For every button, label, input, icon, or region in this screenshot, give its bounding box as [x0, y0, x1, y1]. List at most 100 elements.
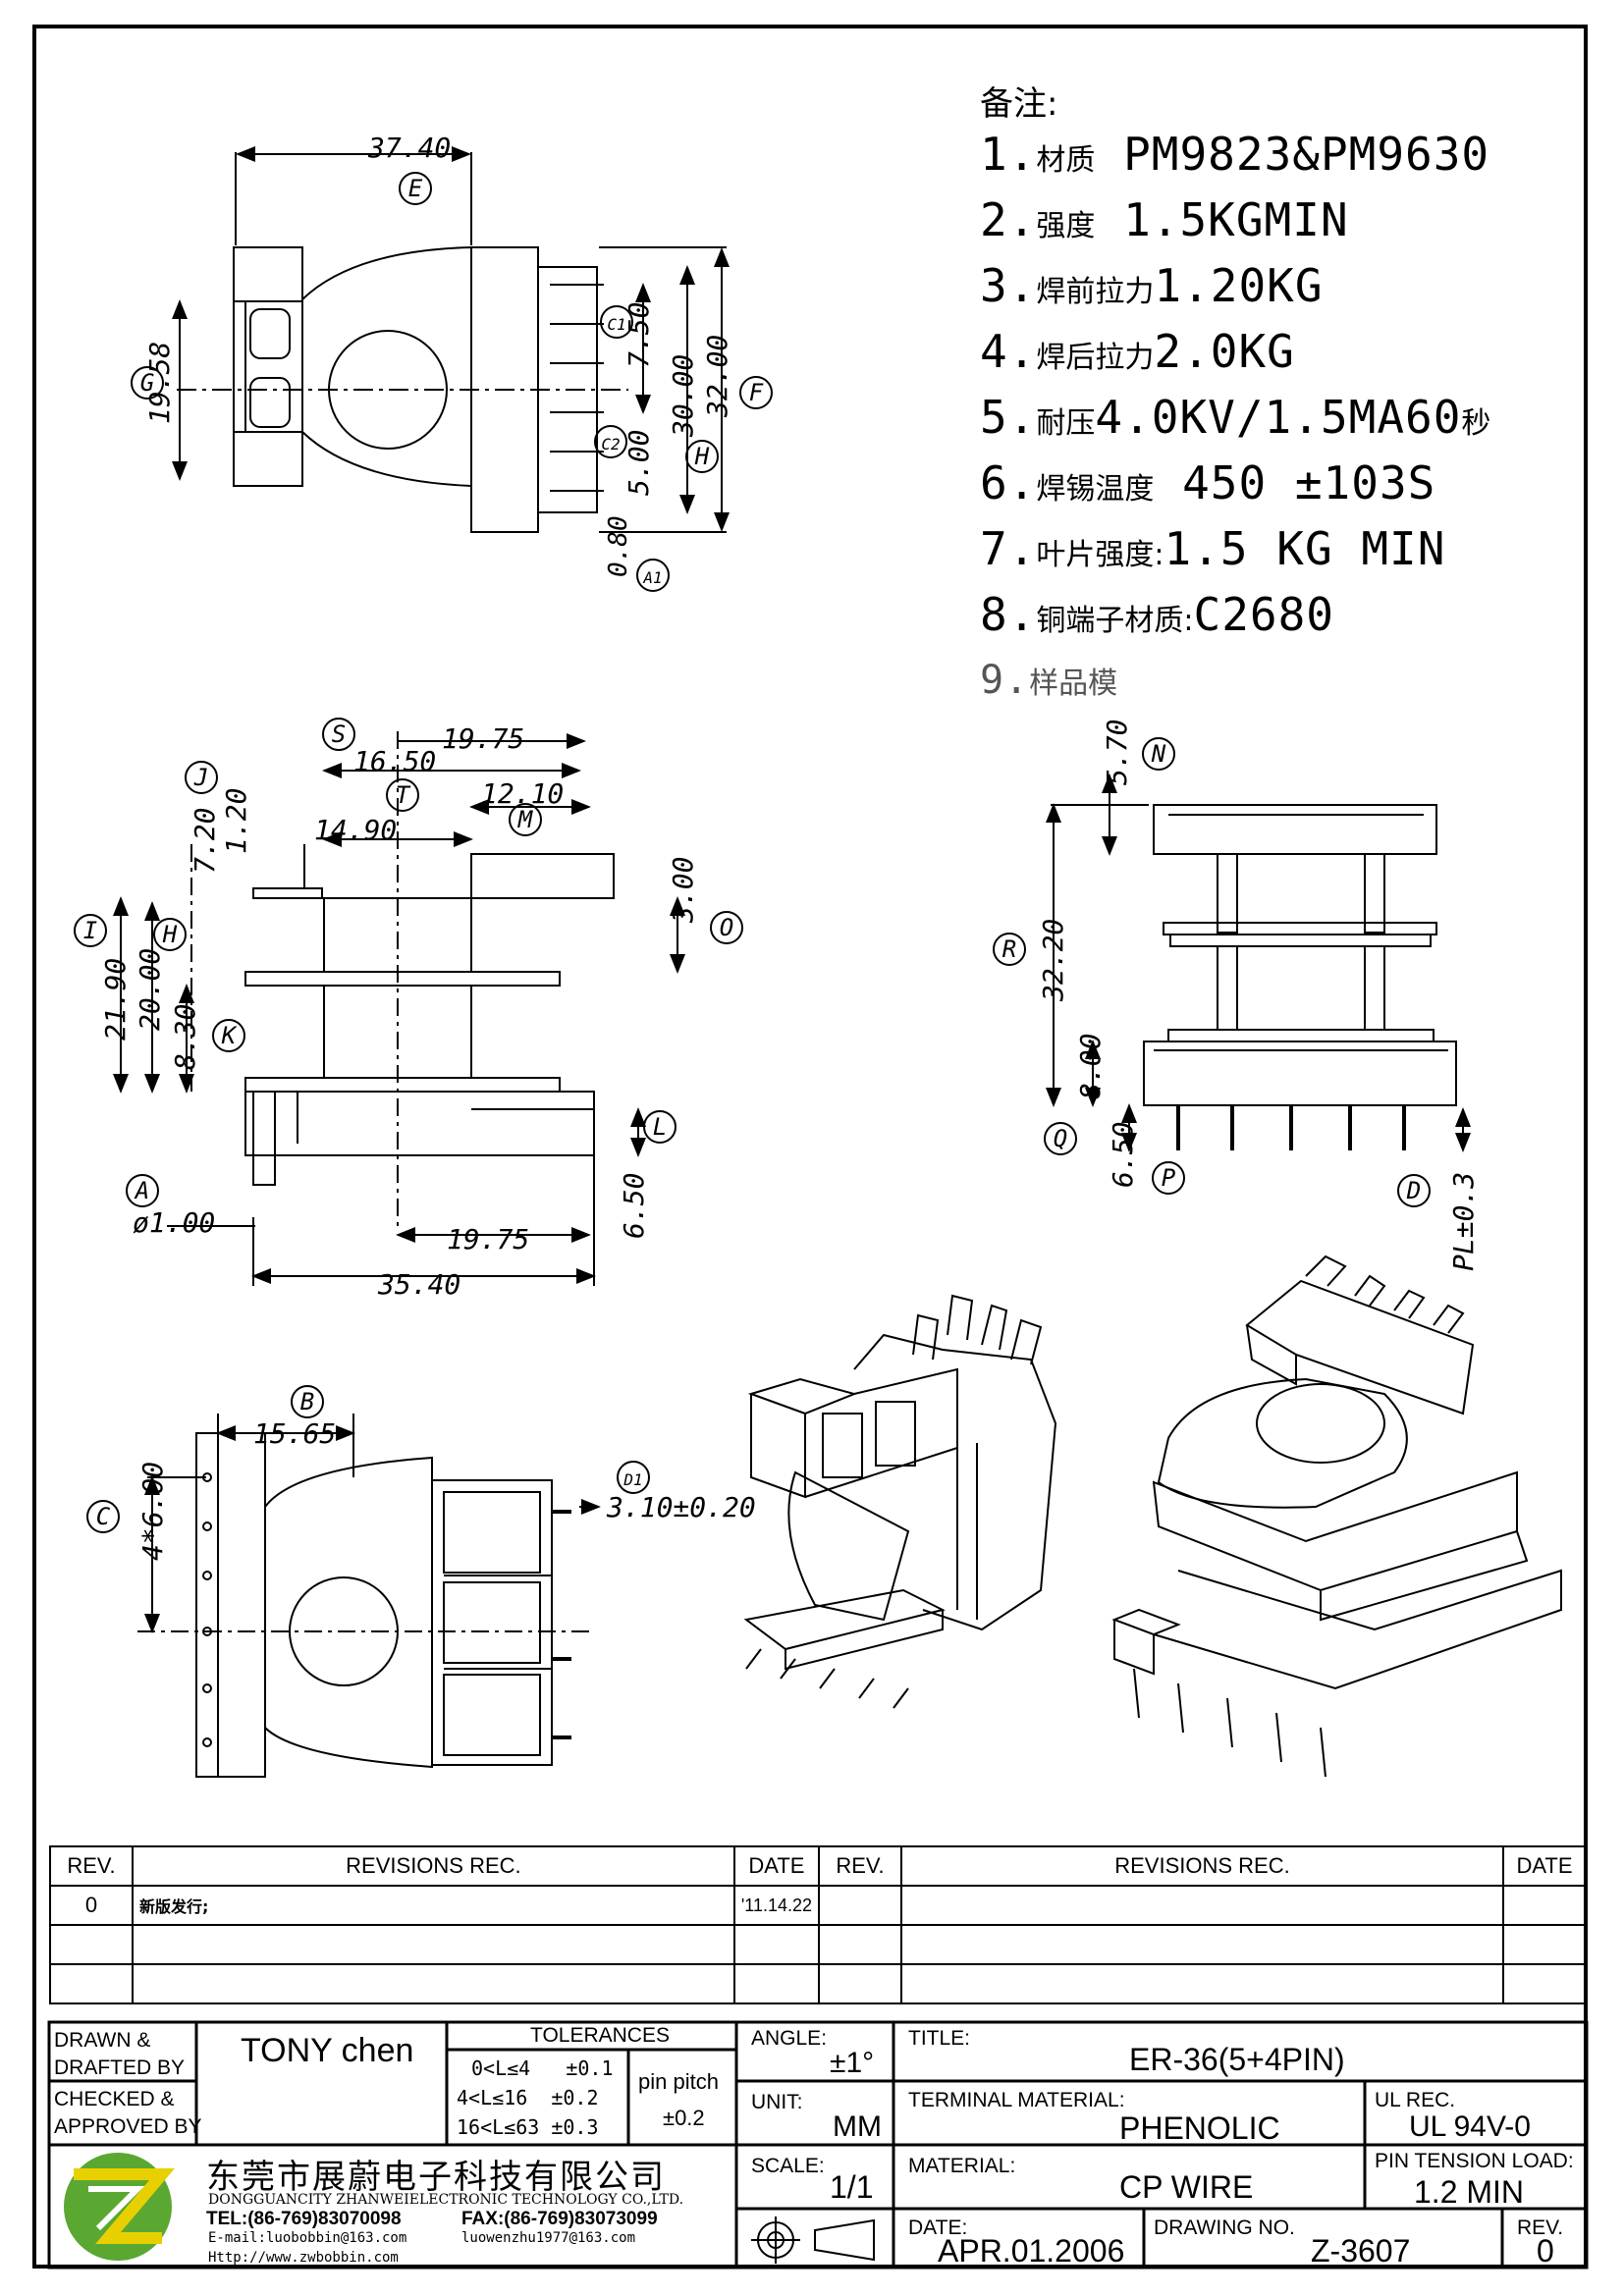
angle-label: ANGLE:	[751, 2027, 828, 2050]
reference-circle	[185, 761, 218, 794]
note-label: 焊后拉力	[1036, 341, 1155, 375]
dim-side-bw: 19.75	[447, 1223, 529, 1255]
reference-label: C	[96, 1503, 111, 1530]
reference-label: A1	[642, 568, 662, 587]
reference-label: J	[193, 764, 208, 791]
side-view	[113, 731, 685, 1286]
dim-side-k: 8.30	[169, 1004, 201, 1070]
col-rec: REVISIONS REC.	[132, 1845, 735, 1887]
reference-circle	[322, 718, 355, 751]
note-value: 4.0KV/1.5MA60	[1095, 391, 1462, 444]
pin-pitch-label: pin pitch	[638, 2069, 719, 2094]
dim-top-width: 37.40	[367, 132, 451, 164]
reference-circle	[643, 1110, 677, 1144]
reference-label: T	[396, 781, 411, 809]
note-item: 3.焊前拉力1.20KG	[980, 256, 1490, 322]
dim-side-t: 14.90	[314, 814, 397, 846]
isometric-view-right	[1111, 1255, 1562, 1778]
reference-label: I	[83, 917, 97, 944]
reference-circle	[685, 440, 719, 473]
rev-row-rec: 新版发行;	[132, 1885, 735, 1926]
company-name-cn: 东莞市展蔚电子科技有限公司	[206, 2158, 666, 2197]
reference-label: H	[694, 443, 710, 470]
reference-circle	[131, 366, 164, 400]
scale-value: 1/1	[830, 2169, 874, 2205]
reference-circle	[710, 911, 743, 944]
note-item: 7.叶片强度:1.5 KG MIN	[980, 519, 1490, 585]
reference-label: F	[749, 379, 764, 406]
note-number: 2.	[980, 193, 1037, 246]
reference-circle	[594, 425, 627, 458]
dim-front-r: 32.20	[1037, 919, 1069, 1002]
reference-circle	[74, 914, 107, 947]
dim-side-j2: 1.20	[220, 788, 252, 854]
note-number: 3.	[980, 259, 1037, 312]
note-number: 5.	[980, 391, 1037, 444]
reference-label: O	[720, 914, 733, 941]
ul-value: UL 94V-0	[1409, 2110, 1531, 2143]
bottom-view	[137, 1414, 601, 1778]
reference-label: D1	[623, 1470, 642, 1489]
reference-circle	[153, 918, 187, 951]
pin-tension-label: PIN TENSION LOAD:	[1375, 2150, 1574, 2172]
company-tel: TEL:(86-769)83070098	[206, 2209, 402, 2229]
dim-side-i: 21.90	[99, 958, 132, 1041]
date-value: APR.01.2006	[938, 2233, 1125, 2269]
tol-2: 4<L≤16 ±0.2	[457, 2086, 599, 2109]
dim-side-s: 16.50	[353, 745, 436, 777]
dim-top-h1: 19.58	[143, 342, 176, 424]
revisions-table-right: REV. REVISIONS REC. DATE	[818, 1845, 1587, 2004]
note-number: 7.	[980, 522, 1037, 575]
note-label: 铜端子材质:	[1036, 604, 1194, 638]
reference-circle	[1142, 737, 1175, 771]
dim-bot-b: 15.65	[253, 1417, 336, 1450]
drawing-no-value: Z-3607	[1311, 2233, 1411, 2269]
terminal-material-label: TERMINAL MATERIAL:	[908, 2089, 1125, 2111]
dim-side-w: 19.75	[442, 722, 524, 755]
reference-circle	[126, 1174, 159, 1207]
rev-row-date: '11.14.22	[732, 1885, 821, 1926]
note-item: 4.焊后拉力2.0KG	[980, 322, 1490, 388]
angle-value: ±1°	[830, 2047, 875, 2079]
isometric-view-left	[743, 1294, 1057, 1709]
notes-heading: 备注:	[980, 84, 1058, 124]
note-label: 强度	[1036, 209, 1096, 243]
front-view	[1046, 774, 1471, 1152]
dim-top-h2: 30.00	[667, 354, 699, 438]
note-number: 8.	[980, 588, 1037, 641]
reference-label: C2	[601, 435, 620, 454]
dim-bot-d1: 3.10±0.20	[606, 1491, 756, 1523]
dim-side-h: 20.00	[134, 948, 166, 1031]
dim-top-h3: 32.00	[701, 335, 733, 418]
note-number: 4.	[980, 325, 1037, 378]
projection-symbol	[751, 2216, 875, 2264]
note-value: 1.20KG	[1154, 259, 1324, 312]
unit-value: MM	[833, 2110, 882, 2143]
note-value: 1.5 KG MIN	[1164, 522, 1446, 575]
dim-side-j1: 7.20	[189, 808, 221, 874]
company-email-1: E-mail:luobobbin@163.com	[208, 2230, 407, 2246]
note-item: 2.强度 1.5KGMIN	[980, 190, 1490, 256]
dim-front-n: 5.70	[1101, 720, 1133, 785]
reference-circle	[1152, 1161, 1185, 1195]
reference-label: H	[162, 921, 178, 948]
reference-label: K	[221, 1022, 238, 1049]
pin-pitch-value: ±0.2	[663, 2106, 705, 2130]
revisions-table-left: REV. REVISIONS REC. DATE 0 新版发行; '11.14.…	[49, 1845, 821, 2004]
top-view	[172, 146, 730, 533]
col-rec-2: REVISIONS REC.	[900, 1845, 1504, 1887]
reference-label: S	[332, 721, 346, 748]
tol-1: 0<L≤4 ±0.1	[471, 2056, 614, 2080]
note-label: 焊锡温度	[1036, 472, 1155, 507]
note-suffix: 秒	[1461, 406, 1491, 441]
col-date: DATE	[732, 1845, 821, 1887]
drawn-label: DRAWN & DRAFTED BY	[54, 2029, 186, 2079]
dim-top-a1: 0.80	[604, 515, 633, 577]
dim-side-l: 6.50	[618, 1173, 650, 1239]
reference-circle	[86, 1500, 120, 1533]
reference-label: L	[653, 1113, 667, 1141]
reference-label: N	[1151, 740, 1166, 768]
